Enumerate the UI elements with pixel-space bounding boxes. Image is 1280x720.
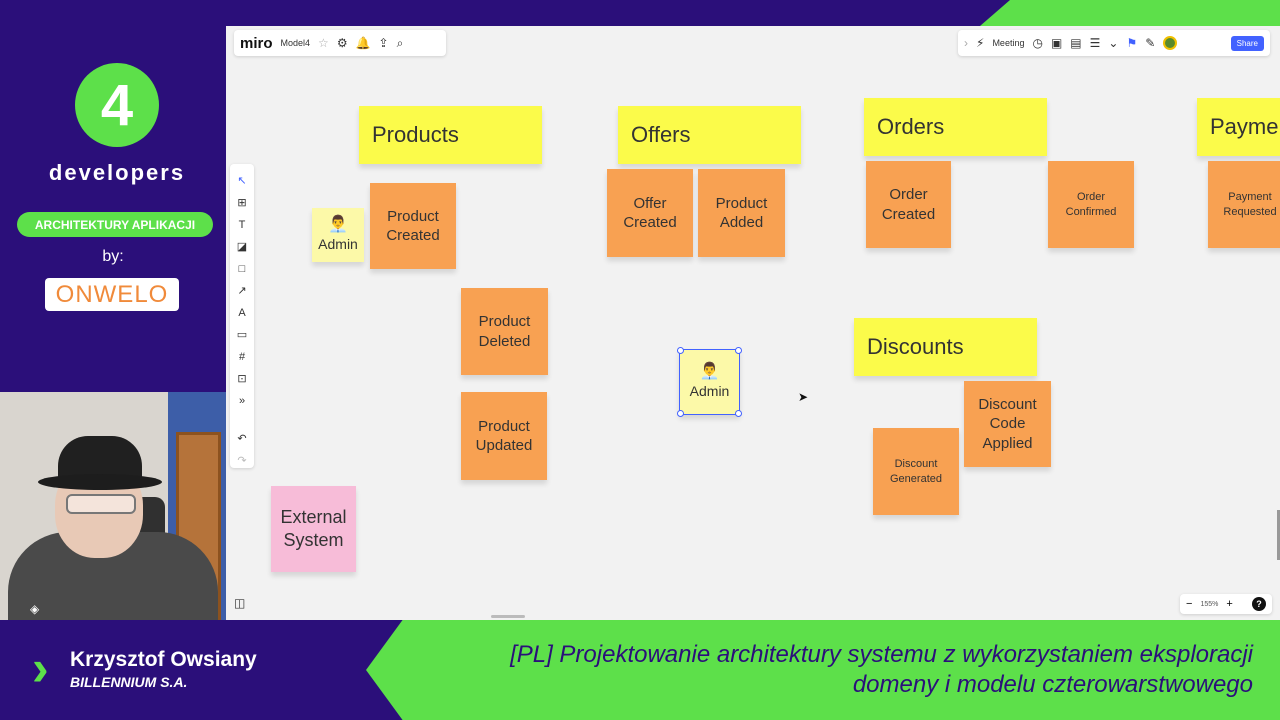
creation-toolbar: ↖ ⊞ T ◪ □ ↗ A ▭ # ⊡ » ↶ ↷ <box>230 164 254 468</box>
bell-icon[interactable]: 🔔 <box>355 36 371 50</box>
admin-actor-icon: 👨‍💼 <box>699 362 720 380</box>
talk-title: [PL] Projektowanie architektury systemu … <box>433 640 1253 700</box>
event-logo-text: developers <box>48 160 186 185</box>
top-green-accent <box>980 0 1280 26</box>
resize-handle[interactable] <box>677 347 684 354</box>
chevron-right-icon[interactable]: › <box>964 36 968 50</box>
pen-tool-icon[interactable]: A <box>238 307 246 319</box>
horizontal-scrollbar[interactable] <box>491 615 525 618</box>
upload-tool-icon[interactable]: ⊡ <box>237 373 247 385</box>
lower-third-green-panel <box>366 620 1280 720</box>
more-icon[interactable]: ⌄ <box>1108 36 1119 50</box>
search-icon[interactable]: ⌕ <box>396 36 404 50</box>
miro-board-canvas[interactable]: miro Model4 ☆ ⚙ 🔔 ⇪ ⌕ › ⚡ Meeting ◷ ▣ ▤ … <box>226 26 1280 620</box>
mouse-cursor-icon: ➤ <box>798 390 809 404</box>
select-tool-icon[interactable]: ↖ <box>237 175 247 187</box>
meeting-button[interactable]: Meeting <box>992 38 1025 48</box>
sticky-discount-code-applied[interactable]: Discount Code Applied <box>964 381 1051 467</box>
speaker-glasses <box>66 494 136 514</box>
sticky-admin-label: Admin <box>318 235 358 252</box>
speaker-company: BILLENNIUM S.A. <box>70 674 188 690</box>
reactions-icon[interactable]: ⚑ <box>1126 36 1138 50</box>
comment-tool-icon[interactable]: ▭ <box>236 329 248 341</box>
export-icon[interactable]: ⇪ <box>378 36 389 50</box>
speaker-hat-brim <box>38 474 162 490</box>
camera-icon: ◈ <box>30 602 40 616</box>
sticky-payment-requested[interactable]: Payment Requested <box>1208 161 1280 248</box>
sticky-note-tool-icon[interactable]: ◪ <box>236 241 248 253</box>
talk-title-line-1: [PL] Projektowanie architektury systemu … <box>510 641 1253 668</box>
event-logo-icon: 4 <box>75 63 159 147</box>
sticky-orders-title[interactable]: Orders <box>864 98 1047 156</box>
sticky-product-created[interactable]: Product Created <box>370 183 456 269</box>
speaker-webcam: ◈ <box>0 392 226 620</box>
sticky-products-title[interactable]: Products <box>359 106 542 164</box>
sticky-external-system[interactable]: External System <box>271 486 356 572</box>
chevron-right-icon: › <box>32 640 49 696</box>
sticky-admin-actor[interactable]: 👨‍💼 Admin <box>312 208 364 262</box>
shape-tool-icon[interactable]: □ <box>238 263 246 275</box>
sticky-offer-created[interactable]: Offer Created <box>607 169 693 257</box>
sticky-product-deleted[interactable]: Product Deleted <box>461 288 548 375</box>
sticky-offers-title[interactable]: Offers <box>618 106 801 164</box>
star-icon[interactable]: ☆ <box>318 36 329 50</box>
by-label: by: <box>102 248 124 265</box>
share-button[interactable]: Share <box>1230 35 1264 51</box>
zoom-controls: − 155% + ? <box>1180 594 1272 614</box>
event-branding-panel <box>0 0 226 392</box>
avatar[interactable] <box>1163 36 1178 50</box>
pen-icon[interactable]: ✎ <box>1145 36 1156 50</box>
admin-actor-icon: 👨‍💼 <box>328 215 348 233</box>
sticky-admin-label: Admin <box>689 382 730 399</box>
sticky-admin-actor-selected[interactable]: 👨‍💼 Admin <box>677 347 742 417</box>
zoom-level[interactable]: 155% <box>1200 600 1219 608</box>
sticky-discount-generated[interactable]: Discount Generated <box>873 428 959 515</box>
table-tool-icon[interactable]: ⊞ <box>237 197 247 209</box>
zoom-out-button[interactable]: − <box>1186 598 1193 610</box>
help-button[interactable]: ? <box>1252 597 1266 611</box>
settings-icon[interactable]: ⚙ <box>336 36 348 50</box>
sticky-order-created[interactable]: Order Created <box>866 161 951 248</box>
more-tools-icon[interactable]: » <box>238 395 246 407</box>
resize-handle[interactable] <box>735 347 742 354</box>
sticky-product-updated[interactable]: Product Updated <box>461 392 547 480</box>
frame-tool-icon[interactable]: # <box>238 351 246 363</box>
talk-title-line-2: domeny i modelu czterowarstwowego <box>852 671 1253 698</box>
speaker-name: Krzysztof Owsiany <box>70 648 257 671</box>
notes-icon[interactable]: ☰ <box>1089 36 1101 50</box>
line-tool-icon[interactable]: ↗ <box>237 285 247 297</box>
miro-top-right-bar: › ⚡ Meeting ◷ ▣ ▤ ☰ ⌄ ⚑ ✎ Share <box>958 30 1270 56</box>
sponsor-logo: ONWELO <box>45 278 179 311</box>
resize-handle[interactable] <box>735 410 742 417</box>
undo-icon[interactable]: ↶ <box>237 433 247 445</box>
sticky-discounts-title[interactable]: Discounts <box>854 318 1037 376</box>
track-badge: ARCHITEKTURY APLIKACJI <box>17 212 213 237</box>
timer-icon[interactable]: ◷ <box>1032 36 1043 50</box>
sticky-order-confirmed[interactable]: Order Confirmed <box>1048 161 1134 248</box>
zoom-in-button[interactable]: + <box>1226 598 1233 610</box>
vertical-scrollbar[interactable] <box>1277 510 1280 560</box>
text-tool-icon[interactable]: T <box>238 219 246 231</box>
frame-icon[interactable]: ▣ <box>1050 36 1063 50</box>
sticky-product-added[interactable]: Product Added <box>698 169 785 257</box>
sticky-payments-title[interactable]: Payme <box>1197 98 1280 156</box>
redo-icon[interactable]: ↷ <box>237 455 247 467</box>
board-name[interactable]: Model4 <box>280 38 311 48</box>
miro-logo[interactable]: miro <box>240 34 273 52</box>
sidebar-toggle-icon[interactable]: ◫ <box>234 596 246 610</box>
miro-top-left-bar: miro Model4 ☆ ⚙ 🔔 ⇪ ⌕ <box>234 30 446 56</box>
lightning-icon: ⚡ <box>976 36 985 50</box>
resize-handle[interactable] <box>677 410 684 417</box>
comment-icon[interactable]: ▤ <box>1070 36 1082 50</box>
